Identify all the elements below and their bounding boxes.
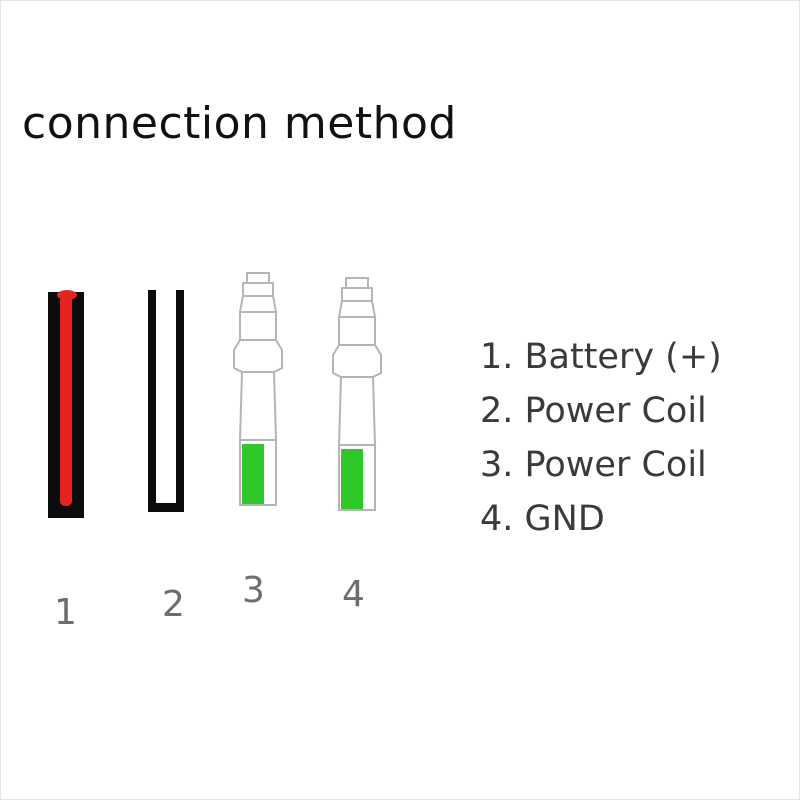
connector-number-3: 3 bbox=[242, 570, 265, 611]
connector-1-wire bbox=[48, 290, 84, 518]
connector-3-green-sleeve bbox=[242, 444, 264, 504]
legend-item-power-coil-2: 3. Power Coil bbox=[480, 445, 707, 485]
connector-4-green-sleeve bbox=[341, 449, 363, 509]
connector-number-2: 2 bbox=[162, 584, 185, 625]
connector-number-4: 4 bbox=[342, 574, 365, 615]
connector-2-wire bbox=[148, 290, 184, 512]
legend-item-gnd: 4. GND bbox=[480, 499, 605, 539]
legend-item-power-coil-1: 2. Power Coil bbox=[480, 391, 707, 431]
connector-number-1: 1 bbox=[54, 592, 77, 633]
legend-item-battery: 1. Battery (+) bbox=[480, 337, 722, 377]
diagram-title: connection method bbox=[22, 98, 457, 149]
connector-legend: 1. Battery (+) 2. Power Coil 3. Power Co… bbox=[480, 330, 722, 546]
